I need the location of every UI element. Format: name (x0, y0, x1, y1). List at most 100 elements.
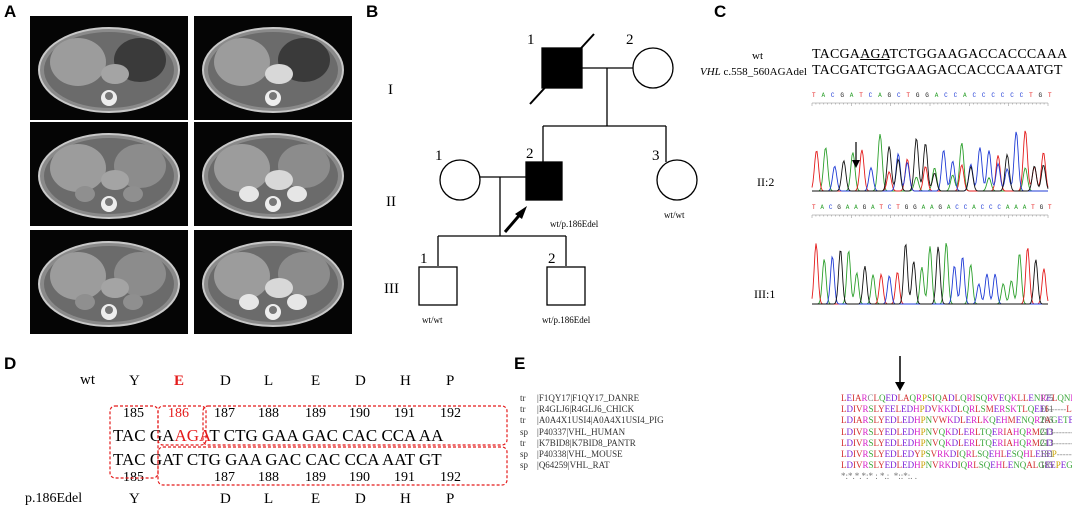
generation-label: I (388, 82, 393, 98)
codon-label: 187 (214, 406, 235, 421)
base-call: C (982, 92, 986, 99)
ct-scan-image (30, 16, 188, 120)
alignment-end-position: 205 (1040, 415, 1054, 426)
base-call: T (896, 204, 900, 211)
alignment-identifier: |P40338|VHL_MOUSE (537, 449, 623, 459)
codon-label: 192 (440, 470, 461, 485)
alignment-db: tr (520, 415, 526, 426)
variant-label: VHL c.558_560AGAdel (700, 66, 807, 78)
alignment-id: F1QY17 (538, 393, 571, 403)
ct-scan-image (194, 122, 352, 226)
individual-number: 2 (526, 146, 534, 162)
base-call: T (859, 92, 863, 99)
base-call: C (831, 92, 835, 99)
base-call: A (922, 204, 926, 211)
base-call: C (981, 204, 985, 211)
generation-label: II (386, 194, 396, 210)
codon-label: D (355, 491, 366, 507)
base-call: C (1001, 92, 1005, 99)
ct-scan-image (194, 16, 352, 120)
box-wt-downstream (202, 405, 508, 446)
base-call: G (1040, 204, 1044, 211)
pedigree-II1-female (439, 159, 481, 201)
gene-name: VHL (700, 66, 721, 78)
alignment-identifier: |A0A4X1USI4|A0A4X1USI4_PIG (537, 415, 664, 426)
panel-label-e: E (514, 354, 526, 373)
codon-label: 191 (394, 406, 415, 421)
codon-label: D (220, 373, 231, 389)
alignment-identifier: |R4GLJ6|R4GLJ6_CHICK (537, 404, 635, 415)
base-call: T (1031, 204, 1035, 211)
base-call: G (837, 204, 841, 211)
codon-label: 192 (440, 406, 461, 421)
base-call: G (840, 92, 844, 99)
base-call: A (1014, 204, 1018, 211)
genotype-label: wt/p.186Edel (542, 315, 591, 325)
alignment-db: tr (520, 393, 526, 403)
codon-label: 189 (305, 406, 326, 421)
trace-G (812, 243, 1048, 305)
codon-label: E (174, 373, 185, 389)
base-call: A (878, 92, 882, 99)
codon-label: 186 (168, 406, 189, 421)
genotype-label: wt/p.186Edel (550, 219, 599, 229)
alignment-sequence-colored: LDIVRSLYEDLEDHPNVRKDIQRLSQEHLENQALGEEPEG… (841, 460, 1072, 471)
codon-label: 190 (349, 406, 370, 421)
alignment-arrow (895, 356, 905, 391)
base-call: T (1048, 204, 1052, 211)
individual-number: 2 (548, 251, 556, 267)
pedigree-II3-female (656, 159, 698, 201)
wt-seq-part: TCTGGAAGACCACCCAAA (889, 47, 1068, 62)
base-call: A (820, 204, 824, 211)
codon-label: E (311, 491, 321, 507)
panel-label-a: A (4, 2, 17, 21)
alignment-identifier: |K7BID8|K7BID8_PANTR (537, 437, 636, 448)
base-call: G (863, 204, 867, 211)
codon-label: H (400, 373, 411, 389)
base-call: C (997, 204, 1001, 211)
box-codon-185 (109, 405, 159, 479)
wt-sequence: TACGAAGATCTGGAAGACCACCCAAA (812, 47, 1067, 63)
codon-label: 188 (258, 470, 279, 485)
alignment-sequence-colored: LEIARCLQEDLAQRPSIQADLQRISQRVEQKLLENRELQN… (841, 393, 1072, 403)
alignment-end-position: 175 (1040, 393, 1054, 403)
base-call: C (1010, 92, 1014, 99)
trace1-peaks (811, 130, 1049, 192)
codon-label: D (220, 491, 231, 507)
codon-label: Y (129, 373, 140, 389)
base-call: C (944, 92, 948, 99)
codon-label: 189 (305, 470, 326, 485)
base-call: G (913, 204, 917, 211)
base-call: C (888, 204, 892, 211)
ct-scan-image (30, 230, 188, 334)
alignment-end-position: 213 (1040, 426, 1054, 437)
alignment-end-position: 185 (1040, 460, 1054, 471)
individual-number: 1 (420, 251, 428, 267)
pedigree-II2-affected-male (525, 161, 563, 201)
alignment-sequence-colored: LDIVRSLYEDLEDHPNVQKDLERLTQERIAHQRMGD----… (841, 437, 1072, 448)
base-call: C (972, 92, 976, 99)
codon-seq-part: TAC (113, 426, 146, 445)
alignment-id: P40338 (538, 449, 567, 459)
alignment-identifier: |P40337|VHL_HUMAN (537, 426, 626, 437)
base-call: A (947, 204, 951, 211)
alignment-name: VHL_MOUSE (568, 449, 623, 459)
variant-name: c.558_560AGAdel (723, 66, 807, 78)
alignment-db: tr (520, 437, 526, 448)
base-call: A (846, 204, 850, 211)
base-call: A (1023, 204, 1027, 211)
base-call: A (821, 92, 825, 99)
codon-label: E (311, 373, 321, 389)
wt-seq-part: TACGA (812, 47, 861, 62)
codon-seq-part: GA (149, 426, 175, 445)
trace1-ruler (811, 102, 1049, 106)
box-mut-downstream (157, 446, 508, 486)
deleted-bases: AGA (174, 426, 210, 445)
pedigree-III1-male (418, 266, 458, 306)
base-call: C (897, 92, 901, 99)
deceased-slash (529, 33, 595, 105)
ct-scan-image (194, 230, 352, 334)
alignment-name: A0A4X1USI4_PIG (592, 415, 664, 426)
alignment-end-position: 213 (1040, 437, 1054, 448)
